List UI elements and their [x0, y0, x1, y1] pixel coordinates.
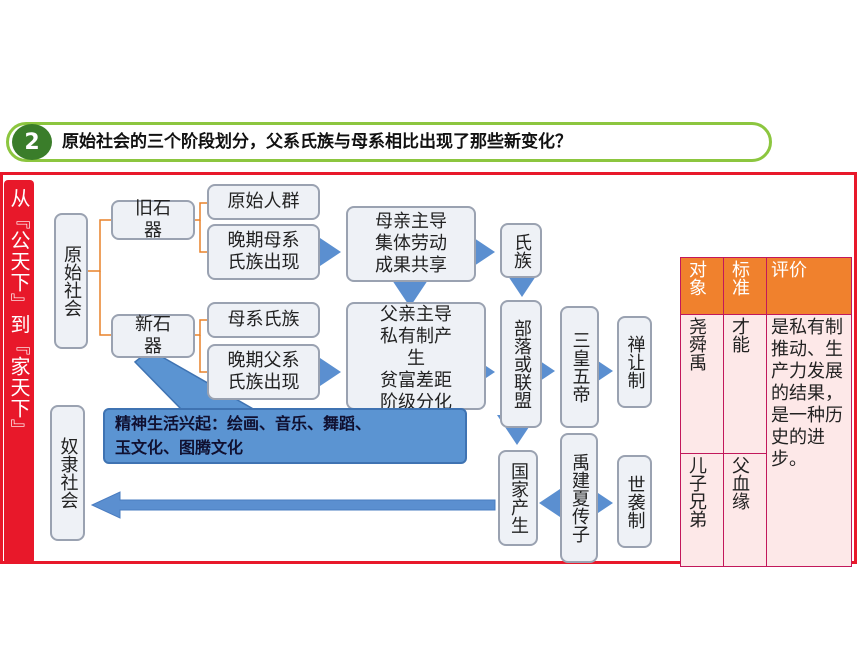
node-matrilineal-clan: 母系氏族: [207, 302, 320, 338]
node-primitive-group: 原始人群: [207, 184, 320, 220]
table-row: 尧舜禹 才能 是私有制推动、生产力发展的结果，是一种历史的进步。: [680, 314, 852, 567]
node-mother-led: 母亲主导 集体劳动 成果共享: [346, 206, 476, 282]
side-banner-text: 从『公天下』到『家天下』: [7, 188, 31, 440]
bracket-lines: [88, 202, 207, 373]
node-father-led: 父亲主导 私有制产 生 贫富差距 阶级分化: [346, 302, 486, 410]
flow-arrows: [311, 232, 613, 523]
node-yu-founds-xia: 禹建夏传子: [560, 433, 598, 563]
evaluation-table: 对象 标准 评价 尧舜禹 才能 是私有制推动、生产力发展的结果，是一种历史的进步…: [680, 257, 852, 567]
node-three-sovereigns: 三皇五帝: [560, 306, 599, 428]
spiritual-life-callout: 精神生活兴起：绘画、音乐、舞蹈、 玉文化、图腾文化: [103, 408, 467, 464]
question-title: 原始社会的三个阶段划分，父系氏族与母系相比出现了那些新变化？: [62, 132, 572, 152]
node-tribe-alliance: 部落或联盟: [500, 300, 542, 428]
table-header-row: 对象 标准 评价: [680, 257, 852, 315]
node-state-emerges: 国家产生: [498, 450, 538, 546]
side-banner: 从『公天下』到『家天下』: [4, 180, 34, 564]
node-slave-society: 奴隶社会: [50, 405, 85, 541]
table-cell: 儿子兄弟: [680, 453, 724, 567]
question-bar: [6, 122, 772, 162]
node-abdication: 禅让制: [617, 316, 652, 408]
table-cell: 父血缘: [723, 453, 767, 567]
table-row: 儿子兄弟 父血缘: [680, 453, 852, 567]
node-primitive-society: 原始社会: [54, 213, 88, 349]
table-evaluation-cell: 是私有制推动、生产力发展的结果，是一种历史的进步。: [766, 314, 852, 567]
node-hereditary: 世袭制: [617, 455, 652, 548]
table-cell: 尧舜禹: [680, 314, 724, 454]
node-old-stone-age: 旧石 器: [111, 198, 195, 241]
node-new-stone-age: 新石 器: [111, 314, 195, 358]
table-header-cell: 评价: [766, 257, 852, 315]
node-late-patrilineal: 晚期父系 氏族出现: [207, 344, 320, 400]
node-late-matrilineal: 晚期母系 氏族出现: [207, 224, 320, 280]
arrow-state-to-slave-society: [90, 491, 496, 519]
node-clan: 氏族: [500, 223, 542, 278]
question-number-badge: 2: [12, 124, 52, 160]
table-header-cell: 标准: [723, 257, 767, 315]
table-cell: 才能: [723, 314, 767, 454]
table-header-cell: 对象: [680, 257, 724, 315]
